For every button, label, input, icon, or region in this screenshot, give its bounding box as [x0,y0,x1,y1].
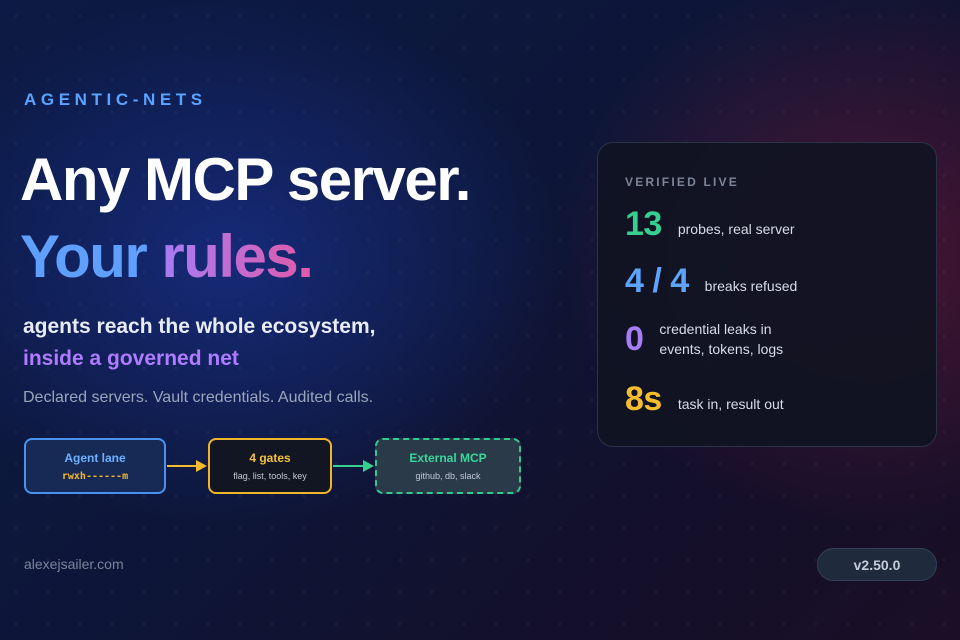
stat-value: 4 / 4 [625,262,689,300]
node-detail: github, db, slack [415,471,481,481]
external-mcp-node: External MCP github, db, slack [375,438,521,494]
headline-line1: Any MCP server. [20,146,471,213]
stat-label: breaks refused [704,277,798,294]
agent-lane-node: Agent lane rwxh------m [24,438,166,494]
headline-word-rules: rules. [161,223,314,290]
version-badge: v2.50.0 [817,548,937,581]
stat-breaks: 4 / 4 breaks refused [625,262,797,301]
node-title: 4 gates [249,451,291,465]
card-title: VERIFIED LIVE [625,175,739,189]
stat-label: credential leaks in events, tokens, logs [659,319,783,359]
brand-label: AGENTIC-NETS [24,90,207,109]
footer-website-url: alexejsailer.com [24,556,124,572]
stat-value: 0 [625,319,644,358]
stat-value: 13 [625,205,662,243]
headline-line2: Your rules. [20,222,314,291]
stat-task-time: 8s task in, result out [625,380,784,419]
gates-node: 4 gates flag, list, tools, key [208,438,332,494]
stat-credential-leaks: 0 credential leaks in events, tokens, lo… [625,319,783,359]
verified-live-card: VERIFIED LIVE 13 probes, real server 4 /… [597,142,937,447]
stat-label: probes, real server [677,220,795,237]
stat-value: 8s [625,380,662,418]
subheading-line1: agents reach the whole ecosystem, [23,315,376,338]
stat-probes: 13 probes, real server [625,205,795,244]
node-title: External MCP [409,451,487,465]
stat-label-line1: credential leaks in [659,321,772,337]
node-permissions: rwxh------m [61,470,129,482]
headline-word-your: Your [20,223,148,290]
node-title: Agent lane [64,450,126,465]
node-detail: flag, list, tools, key [233,471,307,481]
stat-label-line2: events, tokens, logs [659,341,784,357]
stat-label: task in, result out [677,395,784,412]
subheading-line2: inside a governed net [23,347,239,370]
tagline: Declared servers. Vault credentials. Aud… [23,389,374,406]
